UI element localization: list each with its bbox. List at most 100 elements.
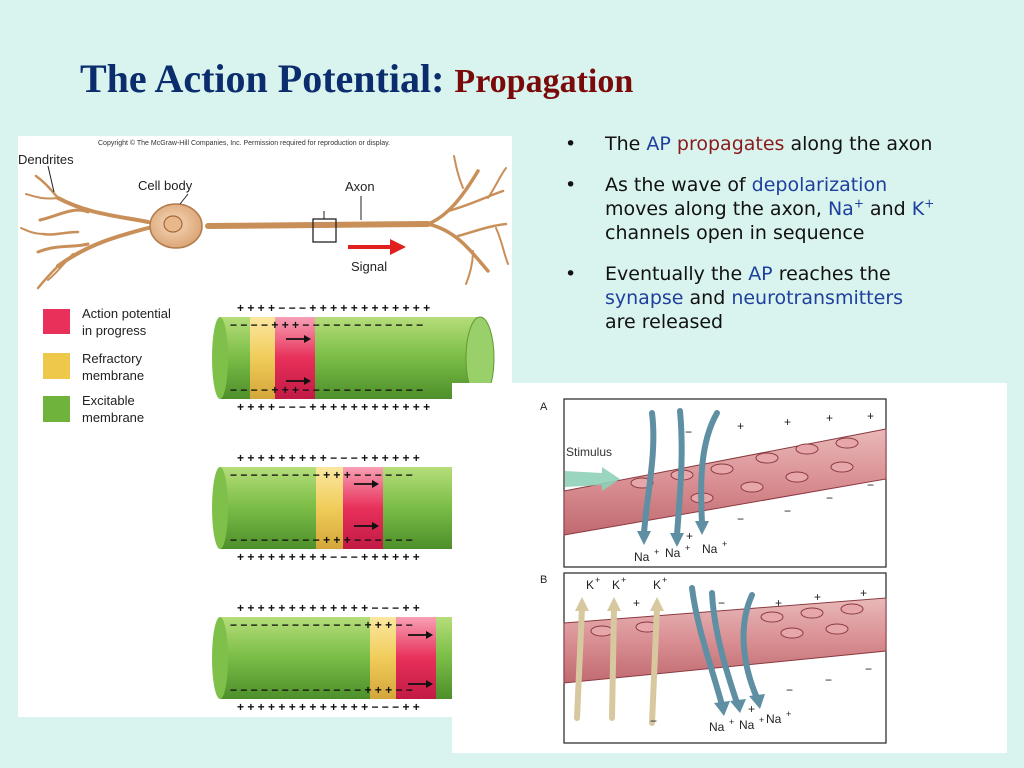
bullet-3: • Eventually the AP reaches the synapse an…: [565, 262, 1005, 334]
sup-plus: +: [853, 196, 864, 211]
term-synapse: synapse: [605, 287, 684, 309]
neuron-propagation-figure: Copyright © The McGraw-Hill Companies, I…: [18, 136, 512, 717]
charge-plus: +: [826, 411, 833, 425]
panel-b-label: B: [540, 574, 547, 586]
title-sub: Propagation: [454, 63, 634, 100]
panel-b-charges: + − + + + − + − − −: [633, 586, 872, 728]
term-propagates: propagates: [676, 133, 785, 155]
k-label: K: [653, 578, 661, 592]
k-sup: +: [662, 575, 667, 585]
bullet-text: reaches the: [772, 263, 891, 285]
panel-a-label: A: [540, 401, 548, 413]
legend-refractory-line1: Refractory: [82, 351, 142, 366]
charge-plus: +: [814, 590, 821, 604]
term-ap: AP: [748, 263, 773, 285]
k-sup: +: [595, 575, 600, 585]
charge-minus: −: [737, 512, 744, 526]
panel-b-k-arrows: [574, 605, 660, 726]
axon-segment-1: + + + + − − − + + + + + + + + + + + + − …: [212, 301, 495, 414]
charge-minus: −: [786, 683, 793, 697]
charge-plus: +: [686, 529, 693, 543]
k-label: K: [612, 578, 620, 592]
na-label: Na: [766, 712, 782, 726]
panel-a-na-arrows: [641, 408, 720, 538]
bullet-text: Eventually the: [605, 263, 749, 285]
signal-arrow: [348, 239, 406, 255]
term-na: Na: [827, 198, 854, 220]
bullet-dot: •: [565, 263, 577, 285]
bullet-text: The: [605, 133, 647, 155]
charges-inner-bottom: − − − − + + + − − − − − − − − − − − −: [230, 383, 423, 397]
charge-minus: −: [867, 478, 874, 492]
charge-minus: −: [650, 714, 657, 728]
charge-minus: −: [685, 425, 692, 439]
bullet-text: and: [683, 287, 732, 309]
na-sup: +: [759, 715, 764, 725]
charge-plus: +: [775, 596, 782, 610]
legend-excitable-line2: membrane: [82, 410, 144, 425]
panel-a-charges: + + + + − + − − − −: [685, 409, 874, 543]
legend-excitable-line1: Excitable: [82, 393, 135, 408]
title-main: The Action Potential:: [80, 56, 445, 101]
label-stimulus: Stimulus: [566, 445, 612, 459]
na-sup: +: [722, 539, 727, 549]
neuron-drawing: [20, 155, 509, 290]
label-dendrites: Dendrites: [18, 152, 74, 167]
charge-plus: +: [867, 409, 874, 423]
charges-inner-top: − − − − + + + − − − − − − − − − − − −: [230, 318, 423, 332]
legend-ap-line1: Action potential: [82, 306, 171, 321]
ion-channel-figure: A Stimulus Na+ Na+ Na+ + + + + − + − − −…: [452, 383, 1007, 753]
charge-plus: +: [748, 702, 755, 716]
charge-plus: +: [737, 419, 744, 433]
charges-inner-top: − − − − − − − − − − − − − + + + − −: [230, 618, 413, 632]
charges-outer-bottom: + + + + − − − + + + + + + + + + + + +: [237, 400, 430, 414]
legend-swatch-excitable: [43, 396, 70, 422]
na-label: Na: [739, 718, 755, 732]
charges-outer-bottom: + + + + + + + + + + + + + − − − + +: [237, 700, 420, 714]
k-label: K: [586, 578, 594, 592]
cell-body-pointer-line: [179, 193, 189, 205]
charge-plus: +: [633, 596, 640, 610]
label-cell-body: Cell body: [138, 178, 193, 193]
copyright-text: Copyright © The McGraw-Hill Companies, I…: [98, 139, 390, 147]
na-sup: +: [654, 547, 659, 557]
dendrites-pointer-line: [47, 165, 55, 193]
panel-b-membrane: [563, 597, 887, 684]
sup-plus: +: [924, 196, 935, 211]
term-ap: AP: [646, 133, 671, 155]
term-depolarization: depolarization: [751, 174, 888, 196]
na-label: Na: [709, 720, 725, 734]
panel-a-arrowheads: [637, 521, 709, 547]
legend-swatch-ap: [43, 309, 70, 334]
na-sup: +: [685, 543, 690, 553]
legend-refractory-line2: membrane: [82, 368, 144, 383]
bullet-list: •The AP propagates along the axon •As th…: [565, 132, 1005, 351]
slide-title: The Action Potential: Propagation: [80, 55, 633, 102]
panel-b-na-arrows: [689, 585, 760, 708]
na-label: Na: [665, 546, 681, 560]
na-sup: +: [729, 717, 734, 727]
charge-minus: −: [718, 596, 725, 610]
term-k: K: [911, 198, 925, 220]
charges-inner-bottom: − − − − − − − − − − − − − + + + − −: [230, 683, 413, 697]
panel-b-k-arrowheads: [575, 597, 664, 611]
legend-ap-line2: in progress: [82, 323, 147, 338]
charge-minus: −: [825, 673, 832, 687]
axon-segment-2: + + + + + + + + + − − − + + + + + + − − …: [212, 451, 495, 564]
charges-outer-top: + + + + − − − + + + + + + + + + + + +: [237, 301, 430, 315]
label-signal: Signal: [351, 259, 387, 274]
charge-minus: −: [865, 662, 872, 676]
charge-plus: +: [784, 415, 791, 429]
bullet-1: •The AP propagates along the axon: [565, 132, 1005, 156]
na-label: Na: [702, 542, 718, 556]
bullet-text: along the axon: [784, 133, 933, 155]
bullet-dot: •: [565, 174, 577, 196]
label-axon: Axon: [345, 179, 375, 194]
charges-inner-bottom: − − − − − − − − − + + + − − − − − −: [230, 533, 413, 547]
legend-swatch-refractory: [43, 353, 70, 379]
bullet-text: and: [863, 198, 912, 220]
bullet-text: moves along the axon,: [605, 198, 828, 220]
stimulus-arrow: [565, 467, 620, 491]
na-sup: +: [786, 709, 791, 719]
